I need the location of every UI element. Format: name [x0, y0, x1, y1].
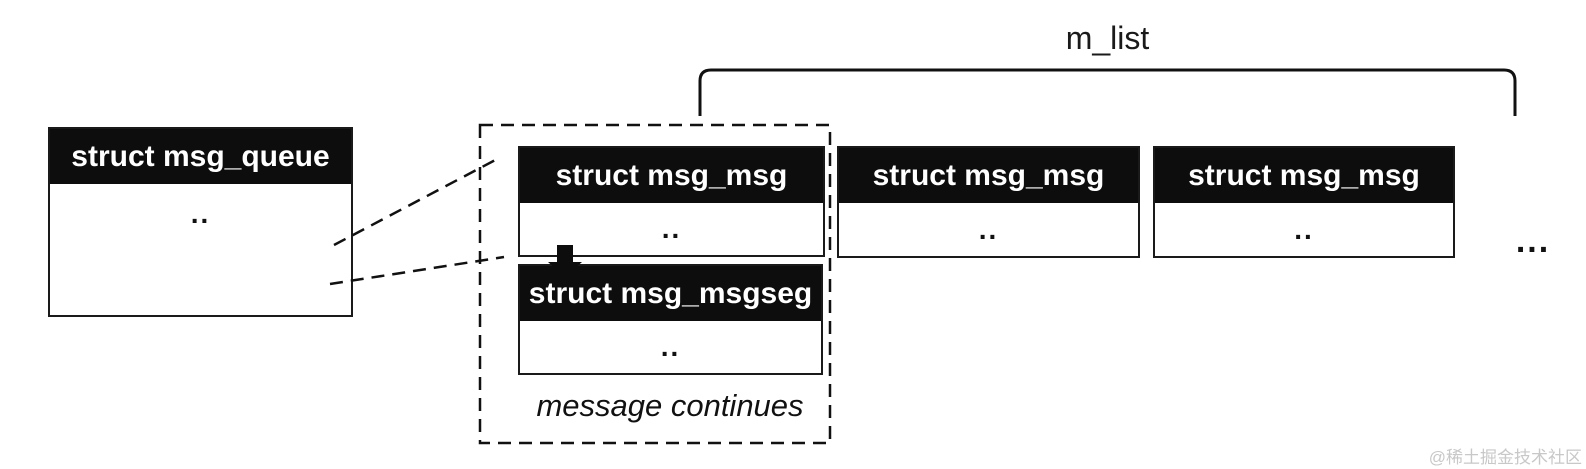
- msg-msg-box-3: struct msg_msg ..: [1153, 146, 1455, 258]
- connector-line-lower: [329, 255, 505, 286]
- down-arrow-head-icon: [548, 262, 582, 277]
- msg-msg-2-body-placeholder: ..: [978, 213, 999, 245]
- watermark: @稀土掘金技术社区: [1428, 448, 1582, 467]
- list-continues-ellipsis: ...: [1515, 222, 1551, 260]
- msg-msg-3-title: struct msg_msg: [1155, 148, 1453, 203]
- msg-msgseg-box: struct msg_msgseg ..: [518, 264, 823, 375]
- down-arrow-icon: [557, 245, 573, 262]
- msg-queue-box: struct msg_queue ..: [48, 127, 353, 317]
- msg-msgseg-body-placeholder: ..: [660, 331, 681, 362]
- msg-msg-2-title: struct msg_msg: [839, 148, 1138, 203]
- m-list-bracket: [698, 68, 1517, 116]
- msg-msg-box-1: struct msg_msg ..: [518, 146, 825, 257]
- msg-queue-title: struct msg_queue: [50, 129, 351, 184]
- msg-msg-1-title: struct msg_msg: [520, 148, 823, 203]
- msg-queue-body-placeholder: ..: [190, 198, 211, 229]
- msg-msg-3-body-placeholder: ..: [1294, 213, 1314, 245]
- connector-line-upper: [333, 155, 502, 247]
- msg-msg-box-2: struct msg_msg ..: [837, 146, 1140, 258]
- m-list-label: m_list: [1065, 20, 1150, 56]
- message-continues-caption: message continues: [536, 388, 804, 423]
